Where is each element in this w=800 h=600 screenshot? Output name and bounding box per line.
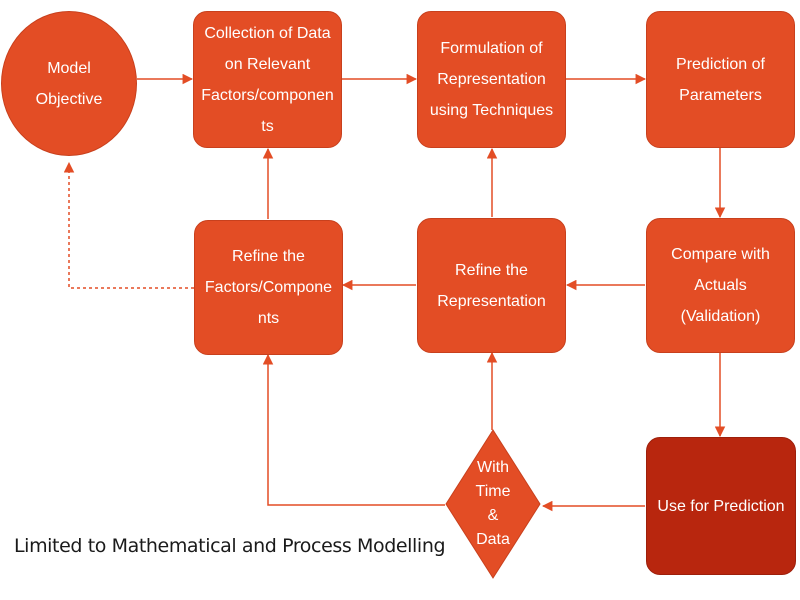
footer-caption: Limited to Mathematical and Process Mode… (14, 535, 446, 557)
node-use-for-prediction: Use for Prediction (646, 437, 796, 575)
node-refine-representation-label: Refine the Representation (437, 261, 546, 310)
node-compare-with-actuals: Compare with Actuals (Validation) (646, 218, 795, 353)
arrow-decision-to-refine-factors (262, 353, 445, 506)
decision-label: With Time & Data (475, 459, 511, 548)
node-prediction-of-parameters-label: Prediction of Parameters (676, 55, 765, 104)
node-refine-factors-label: Refine the Factors/Compone nts (204, 248, 333, 327)
node-collection-of-data-label: Collection of Data on Relevant Factors/c… (201, 24, 334, 135)
node-use-for-prediction-label: Use for Prediction (657, 497, 785, 515)
node-formulation: Formulation of Representation using Tech… (417, 11, 566, 148)
dotted-feedback-to-objective (63, 161, 194, 289)
node-collection-of-data: Collection of Data on Relevant Factors/c… (193, 11, 342, 148)
node-formulation-label: Formulation of Representation using Tech… (429, 40, 554, 119)
node-model-objective-label: Model Objective (35, 59, 103, 108)
node-prediction-of-parameters: Prediction of Parameters (646, 11, 795, 148)
diamond-shape (445, 429, 541, 579)
node-model-objective: Model Objective (1, 11, 137, 156)
node-refine-factors: Refine the Factors/Compone nts (194, 220, 343, 355)
node-refine-representation: Refine the Representation (417, 218, 566, 353)
decision-with-time-and-data: With Time & Data (445, 429, 541, 579)
node-compare-with-actuals-label: Compare with Actuals (Validation) (671, 246, 770, 325)
